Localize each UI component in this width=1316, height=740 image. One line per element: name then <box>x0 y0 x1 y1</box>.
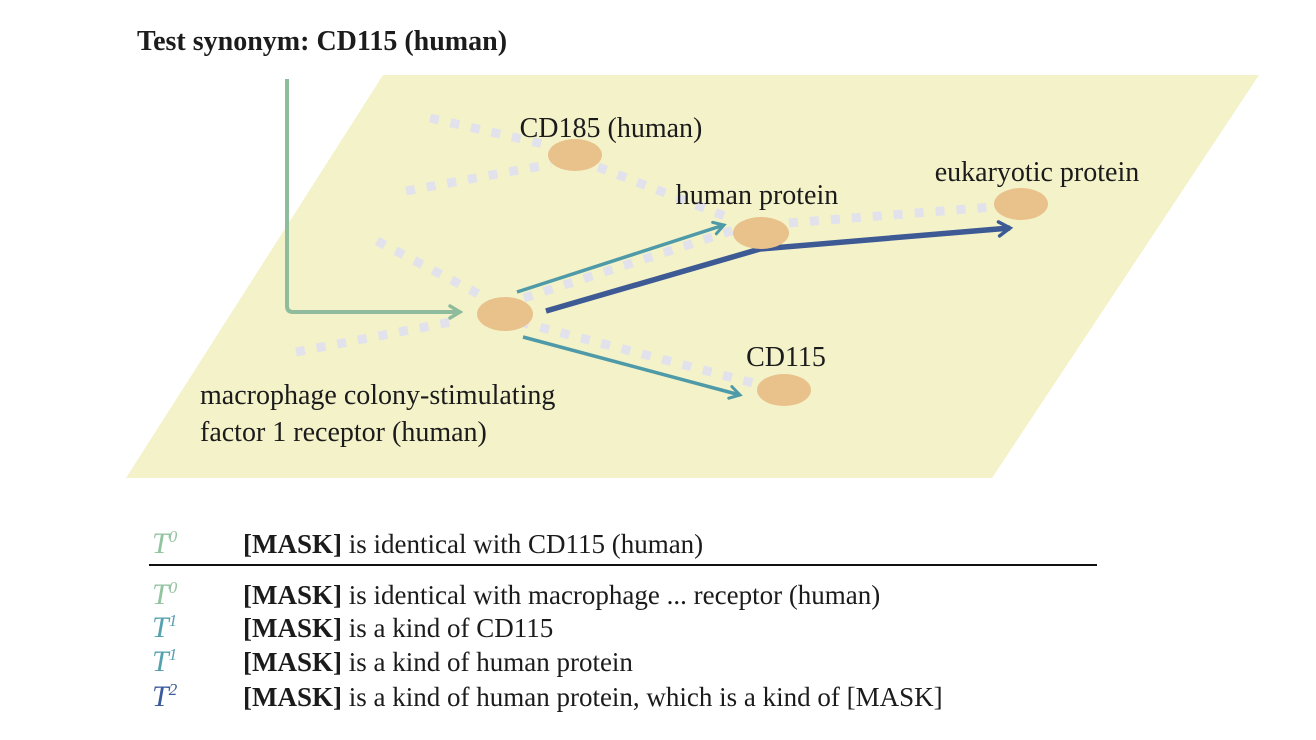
template-row-synonym: T0 [MASK] is identical with macrophage ..… <box>152 573 880 610</box>
template-text: is a kind of human protein <box>341 647 633 677</box>
template-text: is a kind of human protein, which is a k… <box>341 682 943 712</box>
label-cd115: CD115 <box>746 342 826 373</box>
node-human-protein <box>733 217 789 249</box>
node-cd115 <box>757 374 811 406</box>
node-eukaryotic-protein <box>994 188 1048 220</box>
dashed-edge-stub-to-central-lower <box>295 316 457 357</box>
label-cd185: CD185 (human) <box>520 113 703 144</box>
hop1-arrow-central-to-human-protein <box>516 220 727 294</box>
node-group <box>477 139 1048 406</box>
template-symbol-t0: T0 <box>152 578 178 611</box>
template-row-hop1-human-protein: T1 [MASK] is a kind of human protein <box>152 640 633 677</box>
template-symbol-t0: T0 <box>152 527 178 560</box>
mask-token: [MASK] <box>243 613 342 643</box>
mask-token: [MASK] <box>243 529 342 559</box>
label-eukaryotic-protein: eukaryotic protein <box>935 157 1139 188</box>
label-human-protein: human protein <box>676 180 839 211</box>
separator-rule <box>149 564 1097 566</box>
template-text: is identical with CD115 (human) <box>341 529 704 559</box>
dashed-edge-human-to-eukaryotic <box>788 202 994 228</box>
taxonomy-plane <box>126 75 1259 478</box>
dashed-edge-central-to-human-protein <box>522 225 736 303</box>
synonym-pointer-arrow <box>285 79 464 320</box>
dashed-edge-cd185-to-human-protein <box>596 162 737 225</box>
template-text: is a kind of CD115 <box>341 613 554 643</box>
hop1-arrow-central-to-cd115 <box>522 335 743 400</box>
figure-title: Test synonym: CD115 (human) <box>137 26 508 57</box>
template-text: is identical with macrophage ... recepto… <box>341 580 881 610</box>
mask-token: [MASK] <box>243 580 342 610</box>
template-row-hop2: T2 [MASK] is a kind of human protein, whi… <box>152 675 943 712</box>
template-symbol-t1: T1 <box>152 645 178 678</box>
template-row-test: T0 [MASK] is identical with CD115 (human) <box>152 522 703 559</box>
hop2-arrow-central-to-eukaryotic <box>545 220 1014 314</box>
dashed-edge-group <box>295 113 994 388</box>
label-central-line1: macrophage colony-stimulating <box>200 380 555 411</box>
node-cd185 <box>548 139 602 171</box>
mask-token: [MASK] <box>243 647 342 677</box>
template-symbol-t2: T2 <box>152 680 178 713</box>
dashed-edge-stub-to-cd185-lower <box>405 159 552 196</box>
ontology-diagram: CD185 (human) human protein eukaryotic p… <box>126 75 1259 478</box>
label-central-line2: factor 1 receptor (human) <box>200 417 487 448</box>
template-symbol-t1: T1 <box>152 611 178 644</box>
node-central-receptor <box>477 297 533 331</box>
template-row-hop1-cd115: T1 [MASK] is a kind of CD115 <box>152 606 553 643</box>
mask-token: [MASK] <box>243 682 342 712</box>
